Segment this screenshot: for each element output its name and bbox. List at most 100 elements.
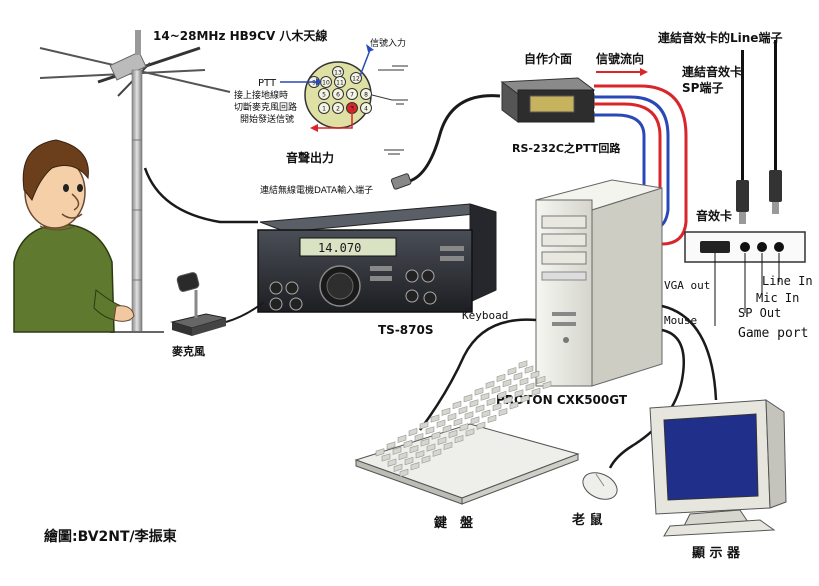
keyboard-key — [404, 457, 414, 466]
connector-pin-number: 6 — [336, 92, 340, 99]
connector-pin-number: 4 — [364, 106, 368, 113]
keyboard-key — [491, 385, 501, 394]
keyboard-key — [447, 412, 457, 421]
keyboard-key — [419, 421, 429, 430]
mouse-device — [582, 472, 618, 500]
keyboard-key — [524, 365, 534, 374]
keyboard-key — [513, 372, 523, 381]
connector-pin — [334, 76, 346, 88]
keyboard-key — [454, 435, 464, 444]
sp-out-label: SP Out — [738, 306, 781, 320]
interface-label: 自作介面 — [524, 51, 572, 66]
keyboard-key — [536, 375, 546, 384]
keyboard-key — [485, 380, 495, 389]
keyboard-key — [399, 468, 409, 478]
keyboard-key — [474, 387, 484, 396]
signal-flow-arrowhead — [640, 68, 648, 76]
keyboard-key — [442, 424, 452, 433]
keyboard-key — [507, 367, 517, 376]
connector-pin-number: 1 — [322, 106, 326, 113]
keyboard-key — [520, 394, 530, 403]
keyboard-key — [525, 382, 535, 391]
keyboard-key — [496, 373, 506, 382]
connector-pin-number: 8 — [364, 92, 368, 99]
keyboard-keys — [375, 360, 552, 478]
keyboard-key — [381, 453, 391, 462]
keyboard-key — [415, 450, 425, 459]
connector-pin-number: 11 — [336, 80, 344, 87]
connector-pin — [332, 102, 344, 114]
data-cable — [405, 94, 501, 184]
ground-note-line1: 接上接地線時 — [234, 89, 288, 101]
audio-plugs — [736, 40, 782, 224]
monitor-device — [649, 399, 787, 537]
keyboard-key — [486, 397, 496, 406]
keyboard-key — [502, 379, 512, 388]
connector-pin — [346, 88, 358, 100]
sp-port-label-2: SP端子 — [682, 80, 723, 95]
keyboard-key — [530, 370, 540, 379]
keyboard-key — [409, 445, 419, 454]
keyboard-key — [403, 439, 413, 449]
credit-label: 繪圖:BV2NT/李振東 — [44, 528, 177, 545]
interface-box — [500, 77, 596, 123]
signal-lines — [594, 84, 688, 246]
keyboard-key — [503, 396, 513, 405]
ground-note-line2: 切斷麥克風回路 — [234, 101, 297, 113]
keyboard-key — [397, 434, 407, 443]
radio-frequency-display: 14.070 — [318, 241, 361, 255]
mouse-label: 老 鼠 — [571, 512, 603, 528]
keyboard-key — [443, 441, 453, 450]
keyboard-key — [492, 402, 502, 412]
transceiver-label: TS-870S — [378, 323, 434, 337]
keyboard-key — [498, 408, 508, 417]
keyboard-key — [509, 401, 519, 410]
keyboard-key — [420, 438, 430, 447]
din-plug — [390, 173, 412, 190]
keyboard-key — [519, 377, 529, 386]
desk-microphone — [170, 272, 265, 336]
keyboard-key — [480, 392, 490, 401]
keyboard-key — [497, 390, 507, 400]
keyboard-label: 鍵 盤 — [434, 515, 474, 531]
connector-pin-number: 13 — [334, 70, 342, 77]
keyboard-key — [393, 463, 403, 472]
connector-pin-number: 5 — [322, 92, 326, 99]
yagi-antenna — [39, 30, 231, 333]
keyboard-device — [354, 360, 580, 505]
sound-card-bracket — [684, 231, 806, 326]
mouse-connector-label: Mouse — [664, 314, 697, 327]
keyboard-key — [375, 448, 385, 457]
operator-figure — [13, 139, 135, 333]
sound-card-label: 音效卡 — [696, 208, 732, 223]
connector-pin — [360, 102, 372, 114]
keyboard-key — [441, 407, 451, 416]
keyboard-key — [453, 418, 463, 427]
keyboard-key — [414, 433, 424, 442]
keyboard-key — [437, 436, 447, 445]
keyboard-key — [386, 441, 396, 450]
sp-port-label-1: 連結音效卡 — [682, 64, 742, 79]
connector-pin — [318, 88, 330, 100]
keyboard-key — [487, 414, 497, 423]
keyboard-key — [458, 406, 468, 415]
keyboard-key — [448, 429, 458, 439]
keyboard-key — [430, 414, 440, 423]
transceiver: 14.070 — [257, 203, 497, 313]
connector-pin-number: 10 — [322, 80, 330, 87]
keyboard-key — [459, 423, 469, 432]
keyboard-key — [463, 394, 473, 403]
keyboard-key — [392, 446, 402, 455]
connector-pin — [360, 88, 372, 100]
connector-pin — [350, 72, 362, 84]
audio-out-label: 音聲出力 — [286, 150, 334, 165]
keyboard-key — [508, 384, 518, 393]
pc-tower — [535, 179, 663, 387]
keyboard-key — [452, 400, 462, 410]
keyboard-key — [425, 426, 435, 435]
antenna-label: 14~28MHz HB9CV 八木天線 — [153, 28, 327, 43]
keyboard-key — [408, 427, 418, 437]
